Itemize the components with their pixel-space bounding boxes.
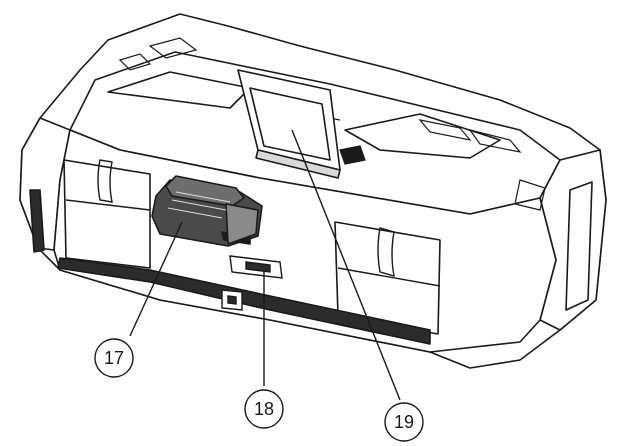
battery-top xyxy=(165,175,245,207)
leader-lines xyxy=(129,129,401,401)
battery-ribs xyxy=(167,191,231,219)
lid-face xyxy=(249,87,331,161)
left-strap xyxy=(97,159,113,203)
battery-side xyxy=(225,203,259,245)
open-lid-panel xyxy=(237,69,341,179)
callout-19: 19 xyxy=(384,402,424,442)
top-recess-right xyxy=(344,113,501,159)
left-speaker-panel xyxy=(63,159,151,269)
lid-hinge xyxy=(255,149,341,179)
right-strap xyxy=(377,227,395,277)
battery-pack xyxy=(151,175,263,247)
right-speaker-panel xyxy=(334,221,441,335)
bottom-rail xyxy=(57,257,431,345)
panel-straps xyxy=(65,159,441,287)
charging-port xyxy=(221,255,283,311)
callout-18-label: 18 xyxy=(254,399,274,419)
right-handle-slot xyxy=(565,181,593,311)
callout-17-label: 17 xyxy=(104,348,124,368)
leader-17 xyxy=(129,221,183,337)
callout-17: 17 xyxy=(94,338,134,378)
callout-18: 18 xyxy=(244,389,284,429)
left-foot xyxy=(29,189,45,253)
callout-19-label: 19 xyxy=(394,412,414,432)
leader-19 xyxy=(291,129,401,401)
